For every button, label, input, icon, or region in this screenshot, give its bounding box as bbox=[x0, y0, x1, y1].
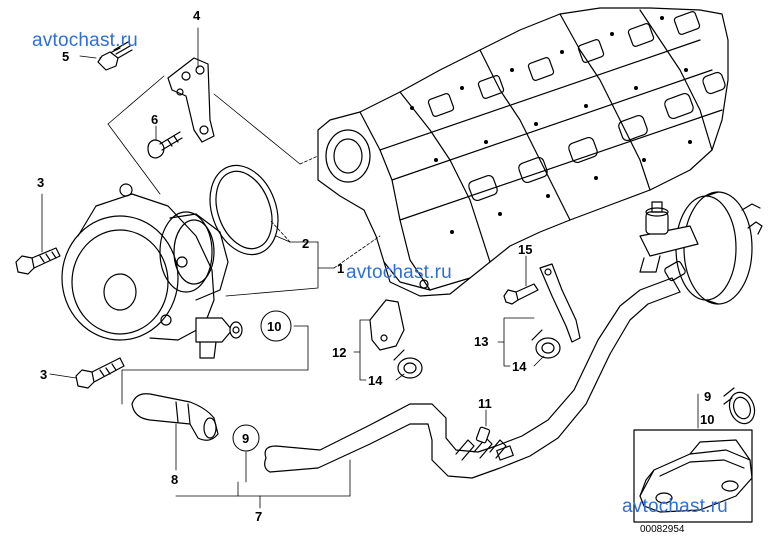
brake-booster bbox=[639, 191, 763, 305]
callout-8: 8 bbox=[171, 472, 178, 487]
leader-lines bbox=[41, 27, 699, 509]
callout-15: 15 bbox=[518, 242, 532, 257]
hose-clamp-14-right bbox=[531, 329, 561, 359]
callout-circles bbox=[232, 310, 292, 452]
callout-2: 2 bbox=[302, 236, 309, 251]
car-silhouette bbox=[633, 429, 753, 523]
callout-5: 5 bbox=[62, 49, 69, 64]
hose-clamp-14-left bbox=[393, 349, 423, 379]
bolt-5 bbox=[97, 41, 133, 71]
bolt-3-lower bbox=[75, 357, 125, 389]
bracket-12 bbox=[369, 299, 405, 351]
bracket-15 bbox=[539, 263, 581, 343]
seal-ring bbox=[209, 164, 279, 256]
callout-10-legend: 10 bbox=[700, 412, 714, 427]
callout-11: 11 bbox=[478, 396, 492, 411]
callout-3-lower: 3 bbox=[40, 367, 47, 382]
bracket bbox=[167, 57, 215, 143]
callout-6: 6 bbox=[151, 112, 158, 127]
vacuum-pump bbox=[61, 183, 243, 359]
bolt-6 bbox=[147, 131, 183, 159]
watermark-center: avtochast.ru bbox=[346, 262, 452, 283]
hose-7 bbox=[264, 277, 681, 479]
callout-3-upper: 3 bbox=[37, 175, 44, 190]
bolt-3-upper bbox=[15, 247, 61, 275]
bolt-15 bbox=[503, 283, 539, 305]
callout-14-right: 14 bbox=[512, 359, 527, 374]
hose-clamp-legend bbox=[723, 387, 756, 425]
callout-13: 13 bbox=[474, 334, 488, 349]
callout-1: 1 bbox=[337, 261, 344, 276]
cylinder-head bbox=[317, 7, 729, 297]
document-number: 00082954 bbox=[640, 524, 685, 535]
watermark-bottom-right: avtochast.ru bbox=[622, 496, 728, 517]
callout-10-circle: 10 bbox=[267, 319, 281, 334]
callout-9-circle: 9 bbox=[242, 431, 249, 446]
callout-14-left: 14 bbox=[368, 373, 383, 388]
callout-12: 12 bbox=[332, 345, 346, 360]
callout-7: 7 bbox=[255, 509, 262, 524]
clip-11 bbox=[475, 426, 491, 444]
watermark-top-left: avtochast.ru bbox=[32, 30, 138, 51]
callout-labels: 1 2 3 3 4 5 6 7 8 9 9 10 10 11 12 13 14 … bbox=[37, 8, 714, 524]
callout-4: 4 bbox=[193, 8, 201, 23]
callout-9-legend: 9 bbox=[704, 389, 711, 404]
hose-8 bbox=[131, 393, 219, 441]
